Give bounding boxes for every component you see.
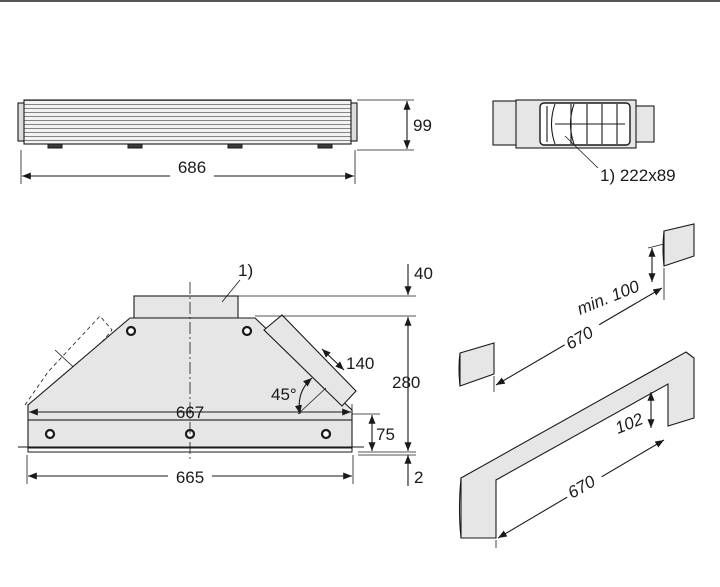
top-view-width-label: 686 xyxy=(178,158,206,177)
front-view: 1) 667 665 40 280 2 75 140 xyxy=(18,261,433,487)
front-view-callout-leader xyxy=(221,279,241,303)
cutout-large-template xyxy=(460,351,695,539)
screw-icon xyxy=(44,428,56,440)
cutout-upper-left-strip xyxy=(459,342,495,387)
top-view: 99 686 xyxy=(17,99,432,184)
front-view-angle-label: 45° xyxy=(271,385,297,404)
top-view-clip-1 xyxy=(47,143,63,149)
side-view: 1) 222x89 xyxy=(492,99,676,185)
front-view-callout-label: 1) xyxy=(238,261,253,280)
cutout-depth-label: 102 xyxy=(612,409,646,437)
front-view-angle-arc xyxy=(294,377,313,415)
front-view-duct-arrow xyxy=(321,348,345,371)
front-view-lower-width-label: 665 xyxy=(176,468,204,487)
front-view-upper-width-label: 667 xyxy=(176,403,204,422)
cutout-upper-right-strip xyxy=(663,223,695,267)
front-view-height-label: 280 xyxy=(392,373,420,392)
front-view-base-height-label: 75 xyxy=(376,425,395,444)
front-view-duct-label: 140 xyxy=(346,354,374,373)
top-view-clip-2 xyxy=(127,143,143,149)
side-view-filter-label: 1) 222x89 xyxy=(600,166,676,185)
top-view-body xyxy=(23,99,352,145)
front-view-bottom-label: 2 xyxy=(414,468,423,487)
front-view-top-offset-label: 40 xyxy=(414,264,433,283)
front-view-side-duct xyxy=(263,314,357,407)
screw-icon xyxy=(125,325,137,337)
front-view-outlet xyxy=(133,295,239,319)
cutout-min-label: min. 100 xyxy=(574,276,642,318)
cutouts: min. 100 670 102 670 xyxy=(458,223,695,548)
top-view-clip-4 xyxy=(317,143,333,149)
top-view-clip-3 xyxy=(227,143,243,149)
side-view-flange-left xyxy=(492,100,519,146)
side-view-leader xyxy=(564,135,599,169)
screw-icon xyxy=(320,428,332,440)
top-view-height-label: 99 xyxy=(413,116,432,135)
screw-icon xyxy=(241,325,253,337)
